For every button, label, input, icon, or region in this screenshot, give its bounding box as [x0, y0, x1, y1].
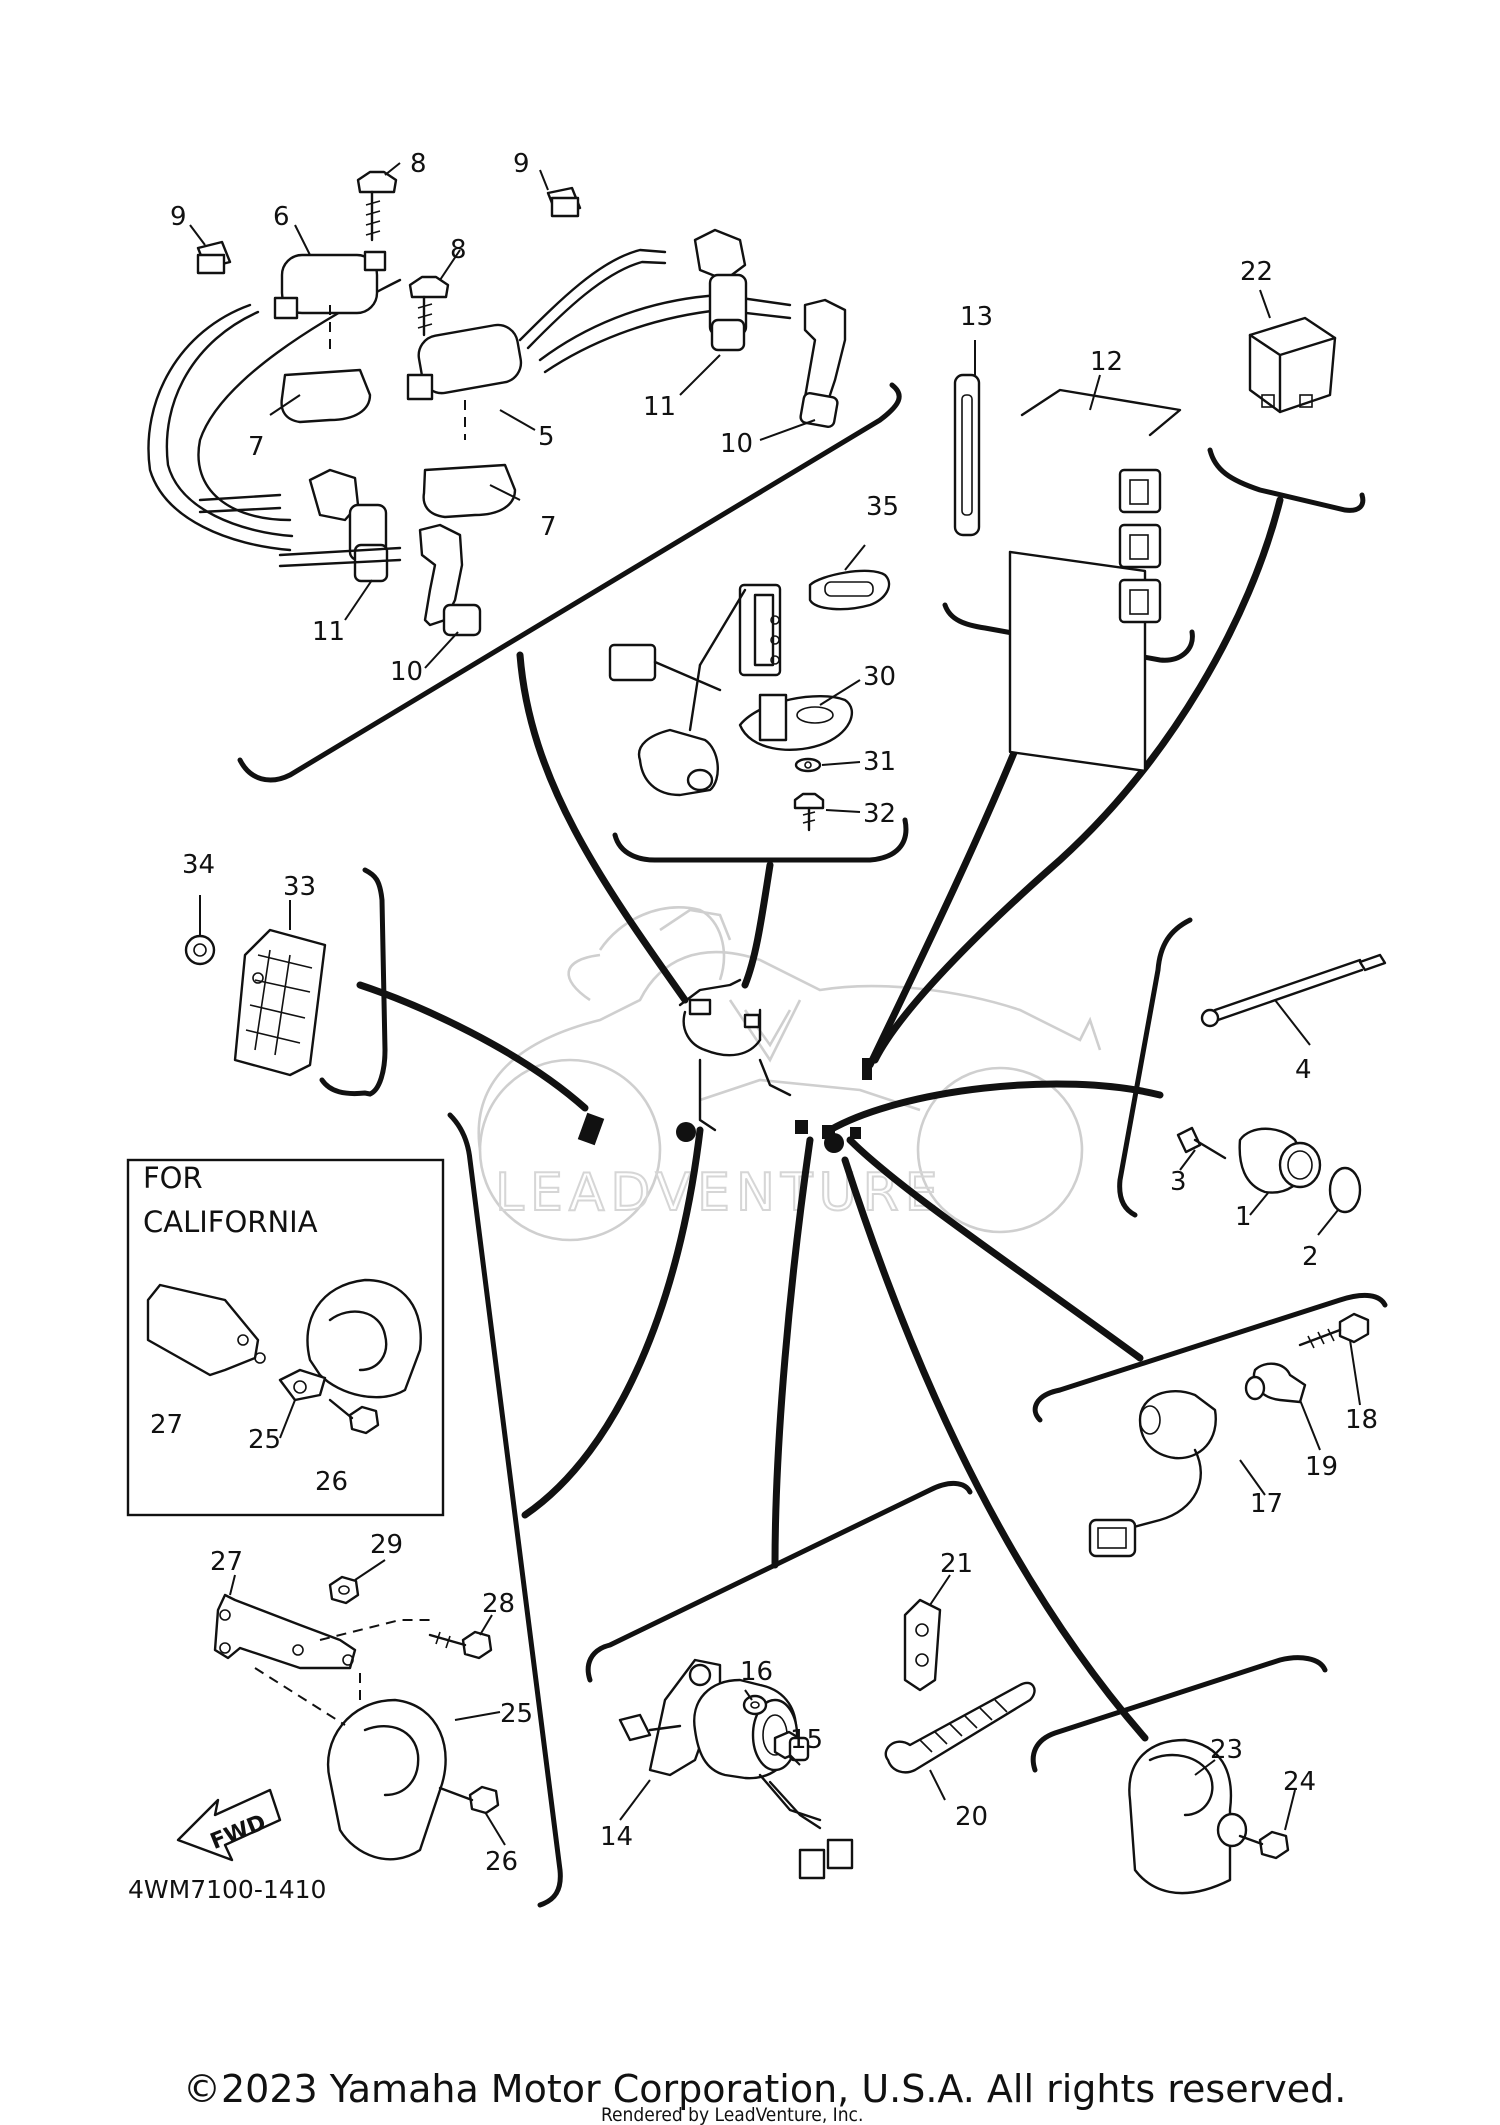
neutral-switch-group [1176, 953, 1387, 1236]
callout: 23 [1210, 1735, 1243, 1765]
ecu-group [953, 289, 1337, 773]
callout: 12 [1090, 347, 1123, 377]
callout: 31 [863, 747, 896, 777]
fuel-sender-group [608, 544, 891, 832]
inset-title-line2: CALIFORNIA [143, 1205, 318, 1239]
callout: 33 [283, 872, 316, 902]
wire-harness-hub [577, 978, 872, 1153]
horn-group-right [1128, 1738, 1296, 1895]
callout: 32 [863, 799, 896, 829]
callout: 34 [182, 850, 215, 880]
callout: 16 [740, 1657, 773, 1687]
copyright-notice: ©2023 Yamaha Motor Corporation, U.S.A. A… [183, 2067, 1346, 2111]
speed-sensor-group [1088, 1312, 1370, 1558]
callout: 28 [482, 1589, 515, 1619]
horn-group-left [213, 1559, 506, 1861]
california-inset: FOR CALIFORNIA [126, 1158, 445, 1517]
callout: 35 [866, 492, 899, 522]
callout: 17 [1250, 1489, 1283, 1519]
callout: 11 [643, 392, 676, 422]
callout: 25 [248, 1425, 281, 1455]
callout: 27 [210, 1547, 243, 1577]
callout: 15 [790, 1725, 823, 1755]
starter-group [618, 1574, 1036, 1880]
diagram-code: 4WM7100-1410 [128, 1875, 326, 1904]
callout: 27 [150, 1410, 183, 1440]
callout: 26 [485, 1847, 518, 1877]
callout: 1 [1235, 1202, 1252, 1232]
ignition-coil-group [147, 170, 847, 637]
callout: 9 [170, 202, 187, 232]
callout: 10 [390, 657, 423, 687]
reflector-group [184, 895, 327, 1077]
callout: 25 [500, 1699, 533, 1729]
callout: 7 [540, 512, 557, 542]
callout: 22 [1240, 257, 1273, 287]
watermark-text: LEADVENTURE [495, 1163, 944, 1223]
motorcycle-silhouette [477, 906, 1102, 1242]
callout: 18 [1345, 1405, 1378, 1435]
panel-borders [237, 382, 1388, 1908]
callout: 6 [273, 202, 290, 232]
rendered-by-notice: Rendered by LeadVenture, Inc. [601, 2104, 863, 2125]
callout: 10 [720, 429, 753, 459]
callout: 13 [960, 302, 993, 332]
callout: 29 [370, 1530, 403, 1560]
callout: 5 [538, 422, 555, 452]
callout: 30 [863, 662, 896, 692]
callout: 20 [955, 1802, 988, 1832]
callout: 4 [1295, 1055, 1312, 1085]
inset-title-line1: FOR [143, 1161, 203, 1195]
callout: 14 [600, 1822, 633, 1852]
callout: 21 [940, 1549, 973, 1579]
callout: 8 [410, 149, 427, 179]
callout: 3 [1170, 1167, 1187, 1197]
callout: 9 [513, 149, 530, 179]
callout: 8 [450, 235, 467, 265]
leaders [189, 162, 816, 669]
callout: 19 [1305, 1452, 1338, 1482]
callout: 2 [1302, 1242, 1319, 1272]
callout-labels: 1 2 3 4 5 6 7 7 8 8 9 9 10 10 11 11 12 1… [150, 149, 1378, 1877]
callout: 7 [248, 432, 265, 462]
forward-direction-badge: FWD [176, 1788, 282, 1862]
callout: 11 [312, 617, 345, 647]
callout: 26 [315, 1467, 348, 1497]
callout: 24 [1283, 1767, 1316, 1797]
